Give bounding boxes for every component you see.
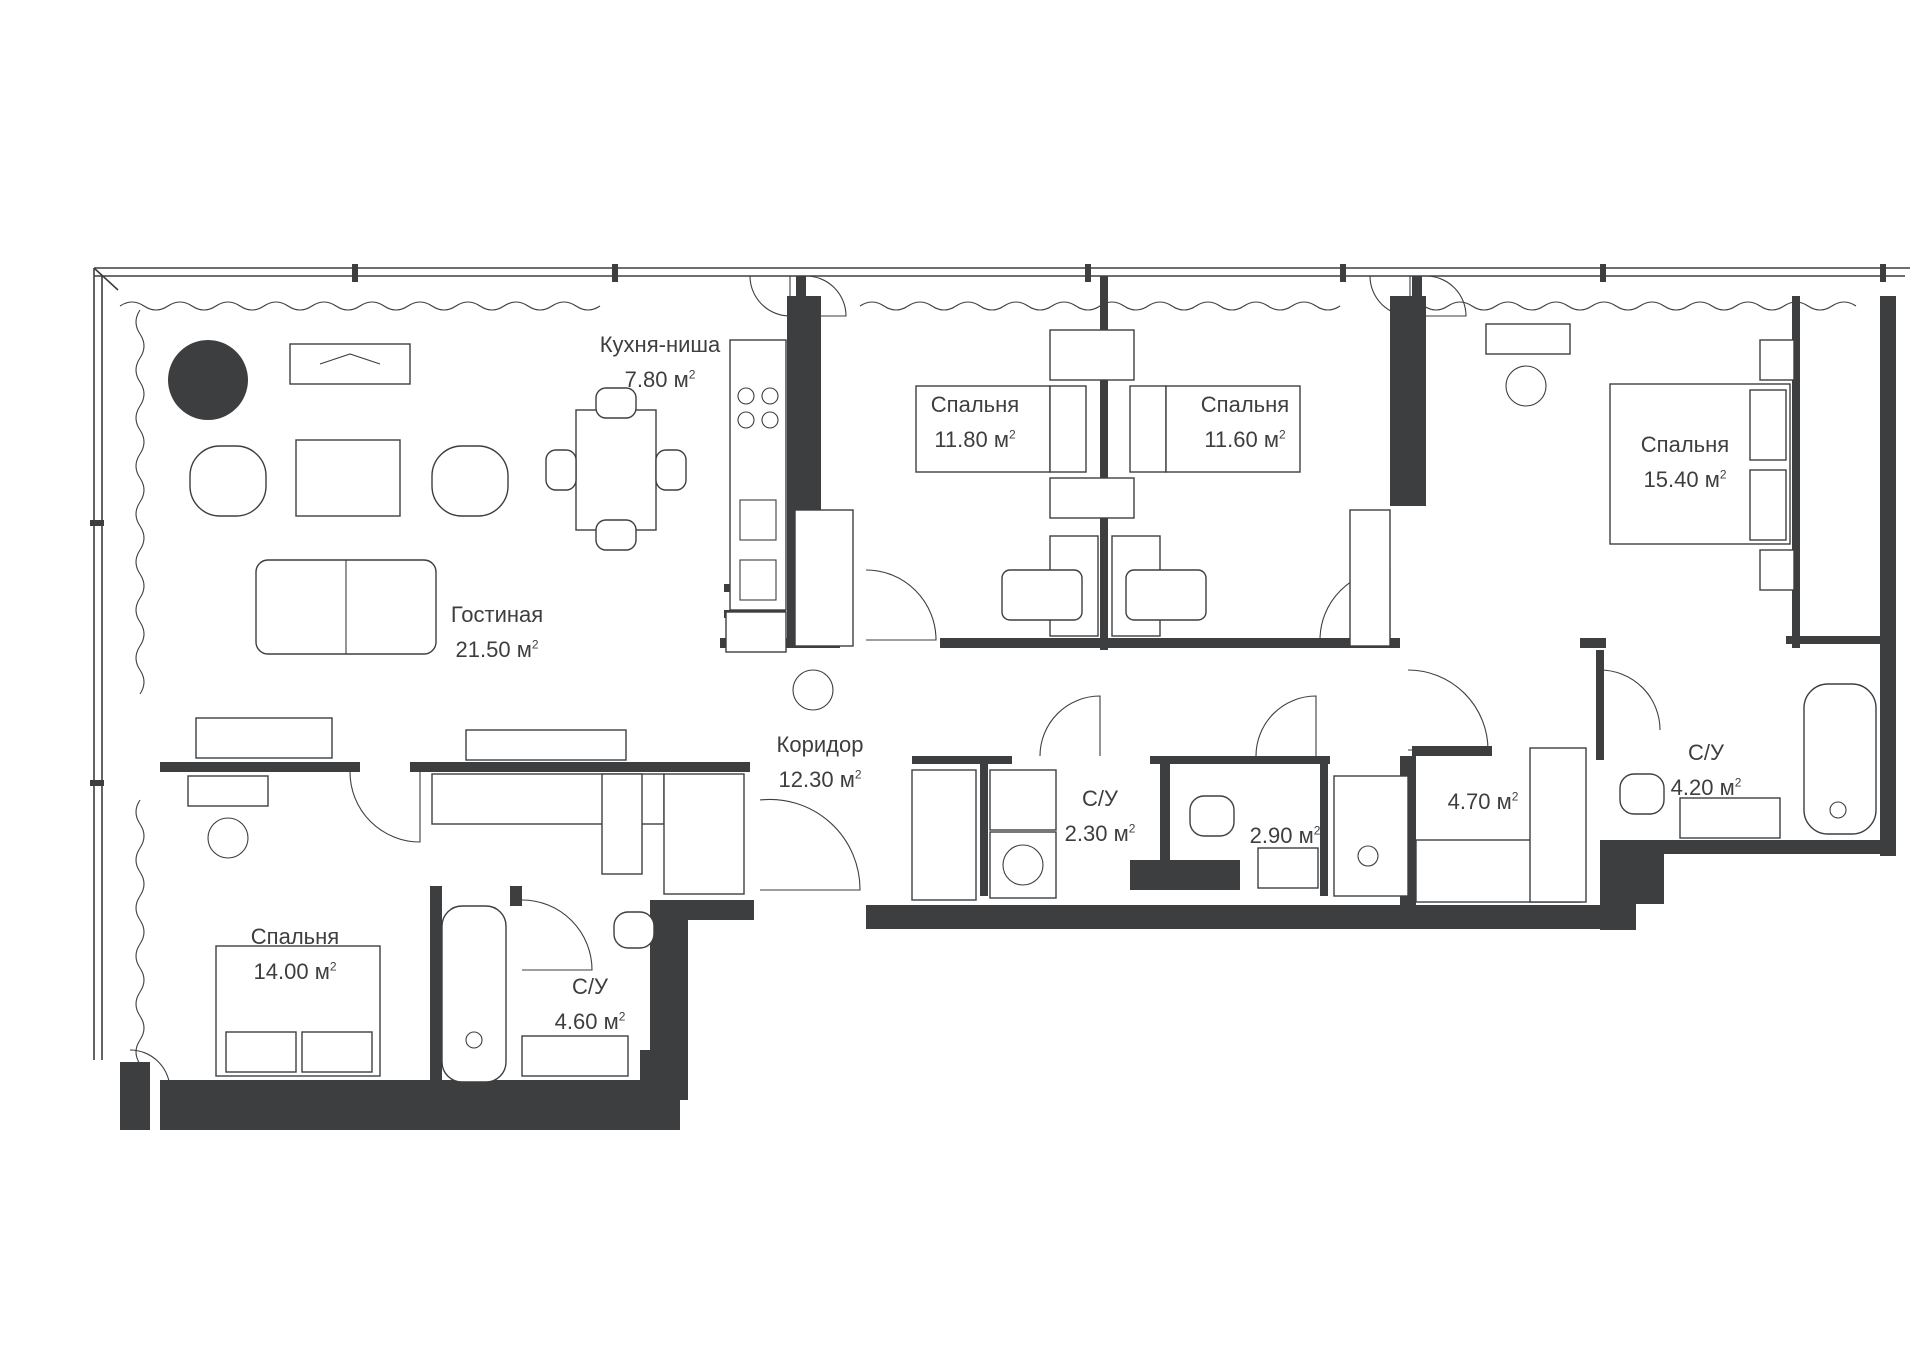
room-area: 2.90 м2 <box>1249 823 1321 849</box>
wardrobe-icon <box>794 509 854 647</box>
room-name: Гостиная <box>450 602 544 627</box>
desk-icon <box>187 775 269 807</box>
coffee-table-icon <box>295 439 401 517</box>
chair-icon <box>1001 569 1083 621</box>
sink-icon <box>1257 847 1319 889</box>
bathroom-fixtures <box>441 683 1877 1083</box>
kitchen-furniture <box>725 339 834 711</box>
chair-icon <box>1125 569 1207 621</box>
room-name: Коридор <box>776 732 864 757</box>
room-area: 4.70 м2 <box>1447 789 1519 815</box>
room-label-closet: 4.70 м2 <box>1418 782 1548 817</box>
kitchen-counter-icon <box>729 339 787 611</box>
room-name: С/У <box>572 974 608 999</box>
fridge-icon <box>725 611 787 653</box>
room-label-living: Гостиная 21.50 м2 <box>412 600 582 665</box>
room-name: Спальня <box>930 392 1020 417</box>
radiator-icon <box>195 717 333 759</box>
room-area: 7.80 м2 <box>624 367 696 393</box>
dining-table-icon <box>575 409 657 531</box>
room-label-bedroom-4: Спальня 14.00 м2 <box>220 922 370 987</box>
shelf-icon <box>465 729 627 761</box>
room-label-bath-1: С/У 4.60 м2 <box>520 972 660 1037</box>
tv-stand-icon <box>289 343 411 385</box>
wardrobes <box>431 509 1587 903</box>
room-area: 4.60 м2 <box>554 1009 626 1035</box>
room-area: 15.40 м2 <box>1643 467 1727 493</box>
wardrobe-icon <box>989 769 1057 831</box>
bathtub-icon <box>441 905 507 1083</box>
room-label-bath-3: 2.90 м2 <box>1220 816 1350 851</box>
chair-icon <box>1505 365 1547 407</box>
toilet-icon <box>1189 795 1235 837</box>
room-label-bedroom-2: Спальня 11.60 м2 <box>1170 390 1320 455</box>
bedroom-furniture-center <box>915 329 1301 637</box>
bedroom-3-furniture <box>1485 323 1795 591</box>
sink-icon <box>521 1035 629 1077</box>
wardrobe-icon <box>911 769 977 901</box>
room-label-corridor: Коридор 12.30 м2 <box>740 730 900 795</box>
room-area: 12.30 м2 <box>778 767 862 793</box>
tv-icon <box>1485 323 1571 355</box>
washer-icon <box>989 831 1057 899</box>
room-area: 14.00 м2 <box>253 959 337 985</box>
room-name: С/У <box>1688 740 1724 765</box>
bed-icon <box>1129 385 1167 473</box>
washer-icon <box>792 669 834 711</box>
exterior-glazing <box>90 264 1910 1060</box>
doors <box>129 275 1661 1091</box>
sink-icon <box>1679 797 1781 839</box>
wardrobe-icon <box>1349 509 1391 647</box>
room-name: Спальня <box>250 924 340 949</box>
bedroom-4-furniture <box>187 775 381 1077</box>
room-area: 2.30 м2 <box>1064 821 1136 847</box>
room-area: 11.60 м2 <box>1204 427 1286 453</box>
room-label-bath-2: С/У 2.30 м2 <box>1030 784 1170 849</box>
room-label-bedroom-1: Спальня 11.80 м2 <box>900 390 1050 455</box>
armchair-icon <box>431 445 509 517</box>
room-area: 11.80 м2 <box>934 427 1016 453</box>
toilet-icon <box>1619 773 1665 815</box>
room-name: Спальня <box>1640 432 1730 457</box>
toilet-icon <box>613 911 655 949</box>
living-room-furniture <box>168 340 687 761</box>
plant-icon <box>168 340 248 420</box>
room-area: 21.50 м2 <box>455 637 539 663</box>
bed-icon <box>915 385 1051 473</box>
room-name: Кухня-ниша <box>599 332 721 357</box>
room-name: Спальня <box>1200 392 1290 417</box>
bathtub-icon <box>1803 683 1877 835</box>
room-label-bedroom-3: Спальня 15.40 м2 <box>1610 430 1760 495</box>
chair-icon <box>207 817 249 859</box>
room-name: С/У <box>1082 786 1118 811</box>
room-label-bath-4: С/У 4.20 м2 <box>1636 738 1776 803</box>
shower-icon <box>1333 775 1409 897</box>
room-label-kitchen: Кухня-ниша 7.80 м2 <box>560 330 760 395</box>
room-area: 4.20 м2 <box>1670 775 1742 801</box>
armchair-icon <box>189 445 267 517</box>
